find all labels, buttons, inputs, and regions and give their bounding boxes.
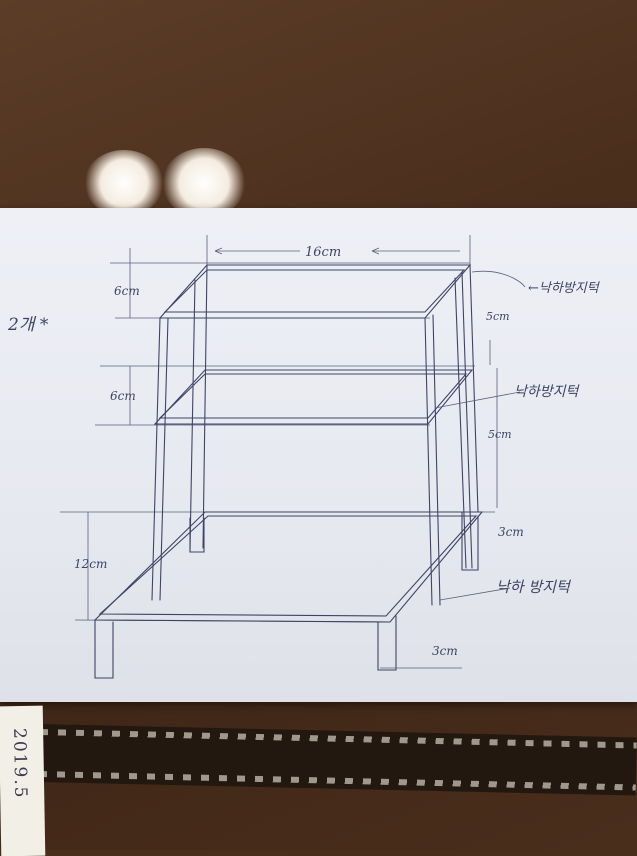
pointer-lines: [214, 247, 526, 669]
front-foot-label: 3cm: [432, 644, 458, 658]
top-gap-label: 6cm: [114, 284, 140, 298]
light-reflection: [162, 148, 246, 218]
bottom-base: [93, 511, 484, 623]
right-middle-label: 5cm: [488, 428, 512, 441]
vertical-posts: [151, 264, 479, 606]
right-upper-label: 5cm: [486, 310, 510, 323]
shelf-feet: [94, 511, 479, 679]
right-foot-label: 3cm: [498, 525, 524, 539]
middle-shelf: [153, 369, 474, 425]
light-reflection: [84, 150, 164, 216]
height-label: 12cm: [74, 557, 107, 571]
anti-fall-label-middle: 낙하방지턱: [514, 384, 581, 400]
anti-fall-label-top: ←낙하방지턱: [528, 281, 601, 296]
width-label: 16cm: [305, 245, 341, 260]
middle-gap-label: 6cm: [110, 389, 136, 403]
anti-fall-label-bottom: 낙하 방지턱: [496, 578, 572, 596]
quantity-note: 2개 *: [7, 315, 49, 335]
